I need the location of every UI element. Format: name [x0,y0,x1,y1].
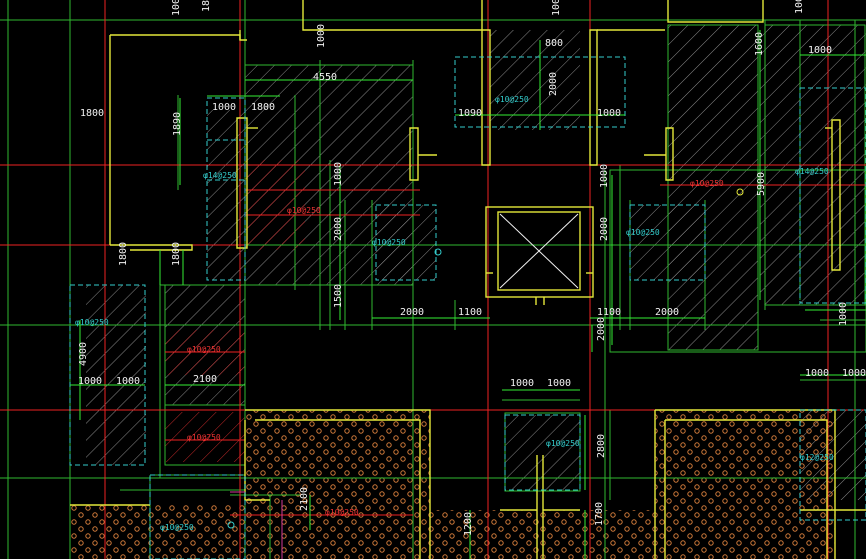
dim-label-1000-c: 1000 [597,108,621,119]
rebar-box-right-edge [799,87,866,304]
dim-label-1600-right: 1600 [754,32,765,56]
dim-label-1000-p: 1000 [805,368,829,379]
hatch-region-low-red [165,412,245,462]
rebar-label-r12: φ12@250 [800,453,834,462]
dim-label-2100-b: 2100 [299,487,310,511]
dim-label-1000-e: 1000 [599,164,610,188]
dim-label-1000-o: 1000 [547,378,571,389]
rebar-box-left-lower [69,284,146,466]
dim-label-1100-b: 1100 [597,307,621,318]
rebar-box-right [629,204,706,281]
rebar-label-r9: φ10@250 [187,345,221,354]
dim-label-4550: 4550 [313,72,337,83]
rebar-label-r14: φ10@250 [160,523,194,532]
rebar-box-left-col [206,97,246,281]
dotted-regions [70,410,835,559]
hatch-region-top-right [668,25,758,350]
markers [227,188,744,529]
dim-label-1800-b: 1800 [251,102,275,113]
rebar-box-center [375,204,437,281]
dim-label-1000-tr: 1000 [808,45,832,56]
walls [70,0,866,559]
dim-label-800: 800 [545,38,563,49]
rebar-label-r2: φ14@250 [203,171,237,180]
dim-label-1000-j: 1000 [838,302,849,326]
dim-label-1890: 1890 [172,112,183,136]
rebar-box-bottom-right [799,409,866,521]
hatch-region-col-left-1 [207,110,245,280]
dim-label-1000-a: 1000 [212,102,236,113]
rebar-label-r10: φ10@250 [187,433,221,442]
hatch-region-left-red [245,160,305,250]
rebar-label-r11: φ10@250 [546,439,580,448]
dim-label-1000-small: 1000 [316,24,327,48]
rebar-label-r4: φ10@250 [287,206,321,215]
dim-label-100-mid: 100 [551,0,562,16]
dimension-lines [70,30,866,559]
dim-label-1000-n: 1000 [510,378,534,389]
rebar-box-bottom-left [149,474,246,559]
rebar-labels: φ10@250 φ14@250 φ10@250 φ10@250 φ10@250 … [75,95,834,532]
hatch-region-center-pad [376,205,436,280]
dim-label-1800-i: 1800 [171,242,182,266]
elevator-cross [499,213,579,289]
hatch-region-col-left-2 [86,285,146,465]
dim-label-1700: 1700 [594,502,605,526]
dim-label-100-left: 100 [171,0,182,16]
dim-label-2000-center: 2000 [548,72,559,96]
dim-label-5900: 5900 [756,172,767,196]
dim-label-1000-d: 1000 [333,162,344,186]
rebar-box-bottom-center [504,414,581,491]
rebar-label-r6: φ10@250 [626,228,660,237]
rebar-label-r13: φ10@250 [325,508,359,517]
dim-label-1000-top-right: 1000 [794,0,805,14]
dim-label-1000-l: 1000 [78,376,102,387]
dim-label-1090: 1090 [458,108,482,119]
dotted-region-bottom-left-2 [70,505,245,559]
dotted-region-bottom-right [655,410,835,559]
dim-label-4900: 4900 [78,342,89,366]
dim-label-2100: 2100 [193,374,217,385]
highlight-lines [230,491,283,559]
rebar-label-r1: φ10@250 [495,95,529,104]
dim-label-2000-i: 2000 [655,307,679,318]
hatch-region-top-center [490,30,580,130]
dim-label-1000-q: 1000 [842,368,866,379]
dim-label-2000-g: 2000 [599,217,610,241]
dim-label-2000-k: 2000 [596,317,607,341]
dim-label-1200: 1200 [463,512,474,536]
rebar-label-r7: φ14@250 [795,167,829,176]
dim-label-2000-f: 2000 [333,217,344,241]
dim-label-1000-m: 1000 [116,376,140,387]
dimension-labels: 100 1850 100 1000 1000 4550 800 1000 160… [78,0,866,536]
dim-label-1850: 1850 [201,0,212,12]
rebar-label-r3: φ10@250 [690,179,724,188]
dim-label-2800: 2800 [596,434,607,458]
dim-label-1100-a: 1100 [458,307,482,318]
rebar-label-r5: φ10@250 [372,238,406,247]
dim-label-2000-h: 2000 [400,307,424,318]
elevator-shaft-outline [485,206,594,298]
dim-label-1800-h: 1800 [118,242,129,266]
rebar-label-r8: φ10@250 [75,318,109,327]
dim-label-1500: 1500 [333,284,344,308]
dotted-region-bottom-left [245,410,430,559]
dim-label-1800-left: 1800 [80,108,104,119]
